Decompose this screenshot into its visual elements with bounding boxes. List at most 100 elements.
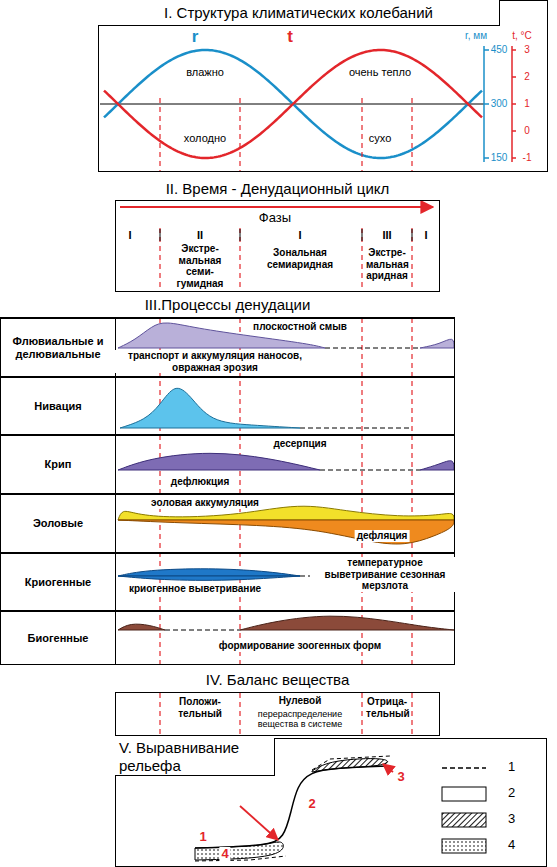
axis-label: 3	[524, 44, 530, 56]
phase-name: Экстре- мальная семи- гумидная	[170, 243, 230, 289]
phase-boundary	[411, 228, 412, 292]
process-label: Флювиальные и делювиальные	[1, 319, 116, 376]
axis-label: t, °C	[512, 30, 532, 42]
balance-label: Нулевой	[279, 695, 322, 707]
legend-sample	[442, 767, 486, 769]
process-label: Криогенные	[1, 554, 116, 610]
biogenic-shape	[118, 624, 165, 630]
phase-boundary	[239, 228, 240, 292]
process-annotation: эоловая аккумуляция	[149, 497, 261, 509]
phase-name: Зональная семиаридная	[245, 247, 355, 270]
axis-title: Фазы	[259, 211, 291, 226]
process-label: Нивация	[1, 378, 116, 434]
legend-label: 1	[508, 760, 515, 775]
axis-tick	[484, 49, 489, 51]
phase-boundary	[159, 228, 160, 292]
panel-title: IV. Баланс вещества	[115, 668, 440, 693]
biogenic-shape	[240, 616, 454, 630]
process-annotation: плоскостной смыв	[251, 321, 349, 333]
axis-tick	[512, 103, 516, 105]
axis-label: 0	[524, 125, 530, 137]
process-label: Крип	[1, 436, 116, 493]
axis-tick	[484, 103, 489, 105]
phase-boundary	[361, 228, 362, 292]
process-annotation: десерпция	[271, 438, 328, 450]
phase-boundary	[361, 693, 362, 736]
phase-name: Экстре- мальная аридная	[364, 247, 410, 282]
balance-note: перераспределение вещества в системе	[241, 709, 359, 730]
curve-note: очень тепло	[349, 66, 411, 79]
phase-number: II	[197, 229, 203, 242]
process-annotation: формирование зоогенных форм	[217, 640, 383, 652]
callout-number: 4	[219, 847, 230, 862]
phase-tick	[362, 229, 363, 241]
callout-number: 2	[308, 797, 315, 812]
phase-tick	[412, 229, 413, 241]
phase-number: I	[298, 229, 301, 242]
balance-label: Отрица- тельный	[364, 696, 410, 719]
axis-tick	[512, 76, 516, 78]
time-arrow	[120, 206, 433, 208]
phase-boundary	[239, 98, 240, 172]
process-row: Флювиальные и делювиальные плоскостной см…	[0, 318, 455, 377]
axis-label: 300	[491, 98, 508, 110]
panel-title: V. Выравнивание рельефа	[115, 738, 275, 776]
pointer-arrow	[240, 806, 278, 840]
curve-note: сухо	[369, 132, 392, 145]
legend-swatch	[442, 787, 486, 801]
panel-title: I. Структура климатических колебаний	[98, 0, 500, 26]
phase-boundary	[411, 98, 412, 172]
legend-label: 4	[508, 838, 515, 853]
process-label: Биогенные	[1, 612, 116, 664]
cryogenic-shape	[118, 569, 300, 576]
fluvial-gap	[325, 348, 420, 349]
panel-box: I. Структура климатических колебаний	[98, 0, 548, 172]
initial-surface	[312, 756, 390, 770]
axis-tick	[512, 49, 516, 51]
axis-tick	[512, 157, 516, 159]
phase-number: I	[424, 229, 427, 242]
axis-label: 150	[491, 152, 508, 164]
panel-title: III.Процессы денудации	[0, 293, 455, 318]
process-row: Биогенные формирование зоогенных форм	[0, 611, 455, 665]
legend-sample	[442, 839, 486, 853]
axis-label: r, мм	[465, 30, 487, 42]
phase-boundary	[239, 693, 240, 736]
axis-label: -1	[523, 152, 532, 164]
panel-box: III.Процессы денудацииФлювиальные и делю…	[0, 293, 455, 665]
phase-number: I	[128, 229, 131, 242]
phase-tick	[160, 229, 161, 241]
callout-number: 1	[199, 830, 206, 845]
phase-tick	[240, 229, 241, 241]
axis-label: 2	[524, 71, 530, 83]
legend-sample	[442, 813, 486, 827]
temperature-curve	[104, 50, 482, 158]
nivation-gap	[300, 428, 410, 429]
process-row: Эоловыеэоловая аккумуляциядефляция	[0, 494, 455, 553]
balance-label: Положи- тельный	[170, 696, 230, 719]
process-annotation: транспорт и аккумуляция наносов, овражна…	[115, 350, 315, 373]
series-label: t	[287, 27, 293, 47]
creep-shape	[118, 453, 320, 470]
phase-boundary	[159, 693, 160, 736]
process-row: Криогенныекриогенное выветриваниетемпера…	[0, 553, 455, 611]
series-label: r	[192, 27, 199, 47]
precipitation-curve	[104, 50, 482, 158]
creep-gap	[320, 470, 420, 471]
phase-boundary	[411, 318, 412, 665]
legend-label: 3	[508, 812, 515, 827]
deflation-shape	[118, 520, 454, 544]
axis-tick	[484, 157, 489, 159]
nivation-shape	[120, 388, 300, 428]
process-annotation: дефляция	[355, 530, 410, 542]
initial-surface	[195, 856, 286, 861]
creep-shape	[420, 461, 454, 470]
process-row: Нивация	[0, 377, 455, 435]
process-annotation: температурное выветривание сезонная мерз…	[310, 557, 460, 592]
cryogenic-shape	[118, 576, 300, 580]
axis-label: 1	[524, 98, 530, 110]
curve-note: влажно	[186, 66, 224, 79]
pointer-arrow	[383, 764, 393, 772]
accumulation-area	[195, 842, 283, 860]
